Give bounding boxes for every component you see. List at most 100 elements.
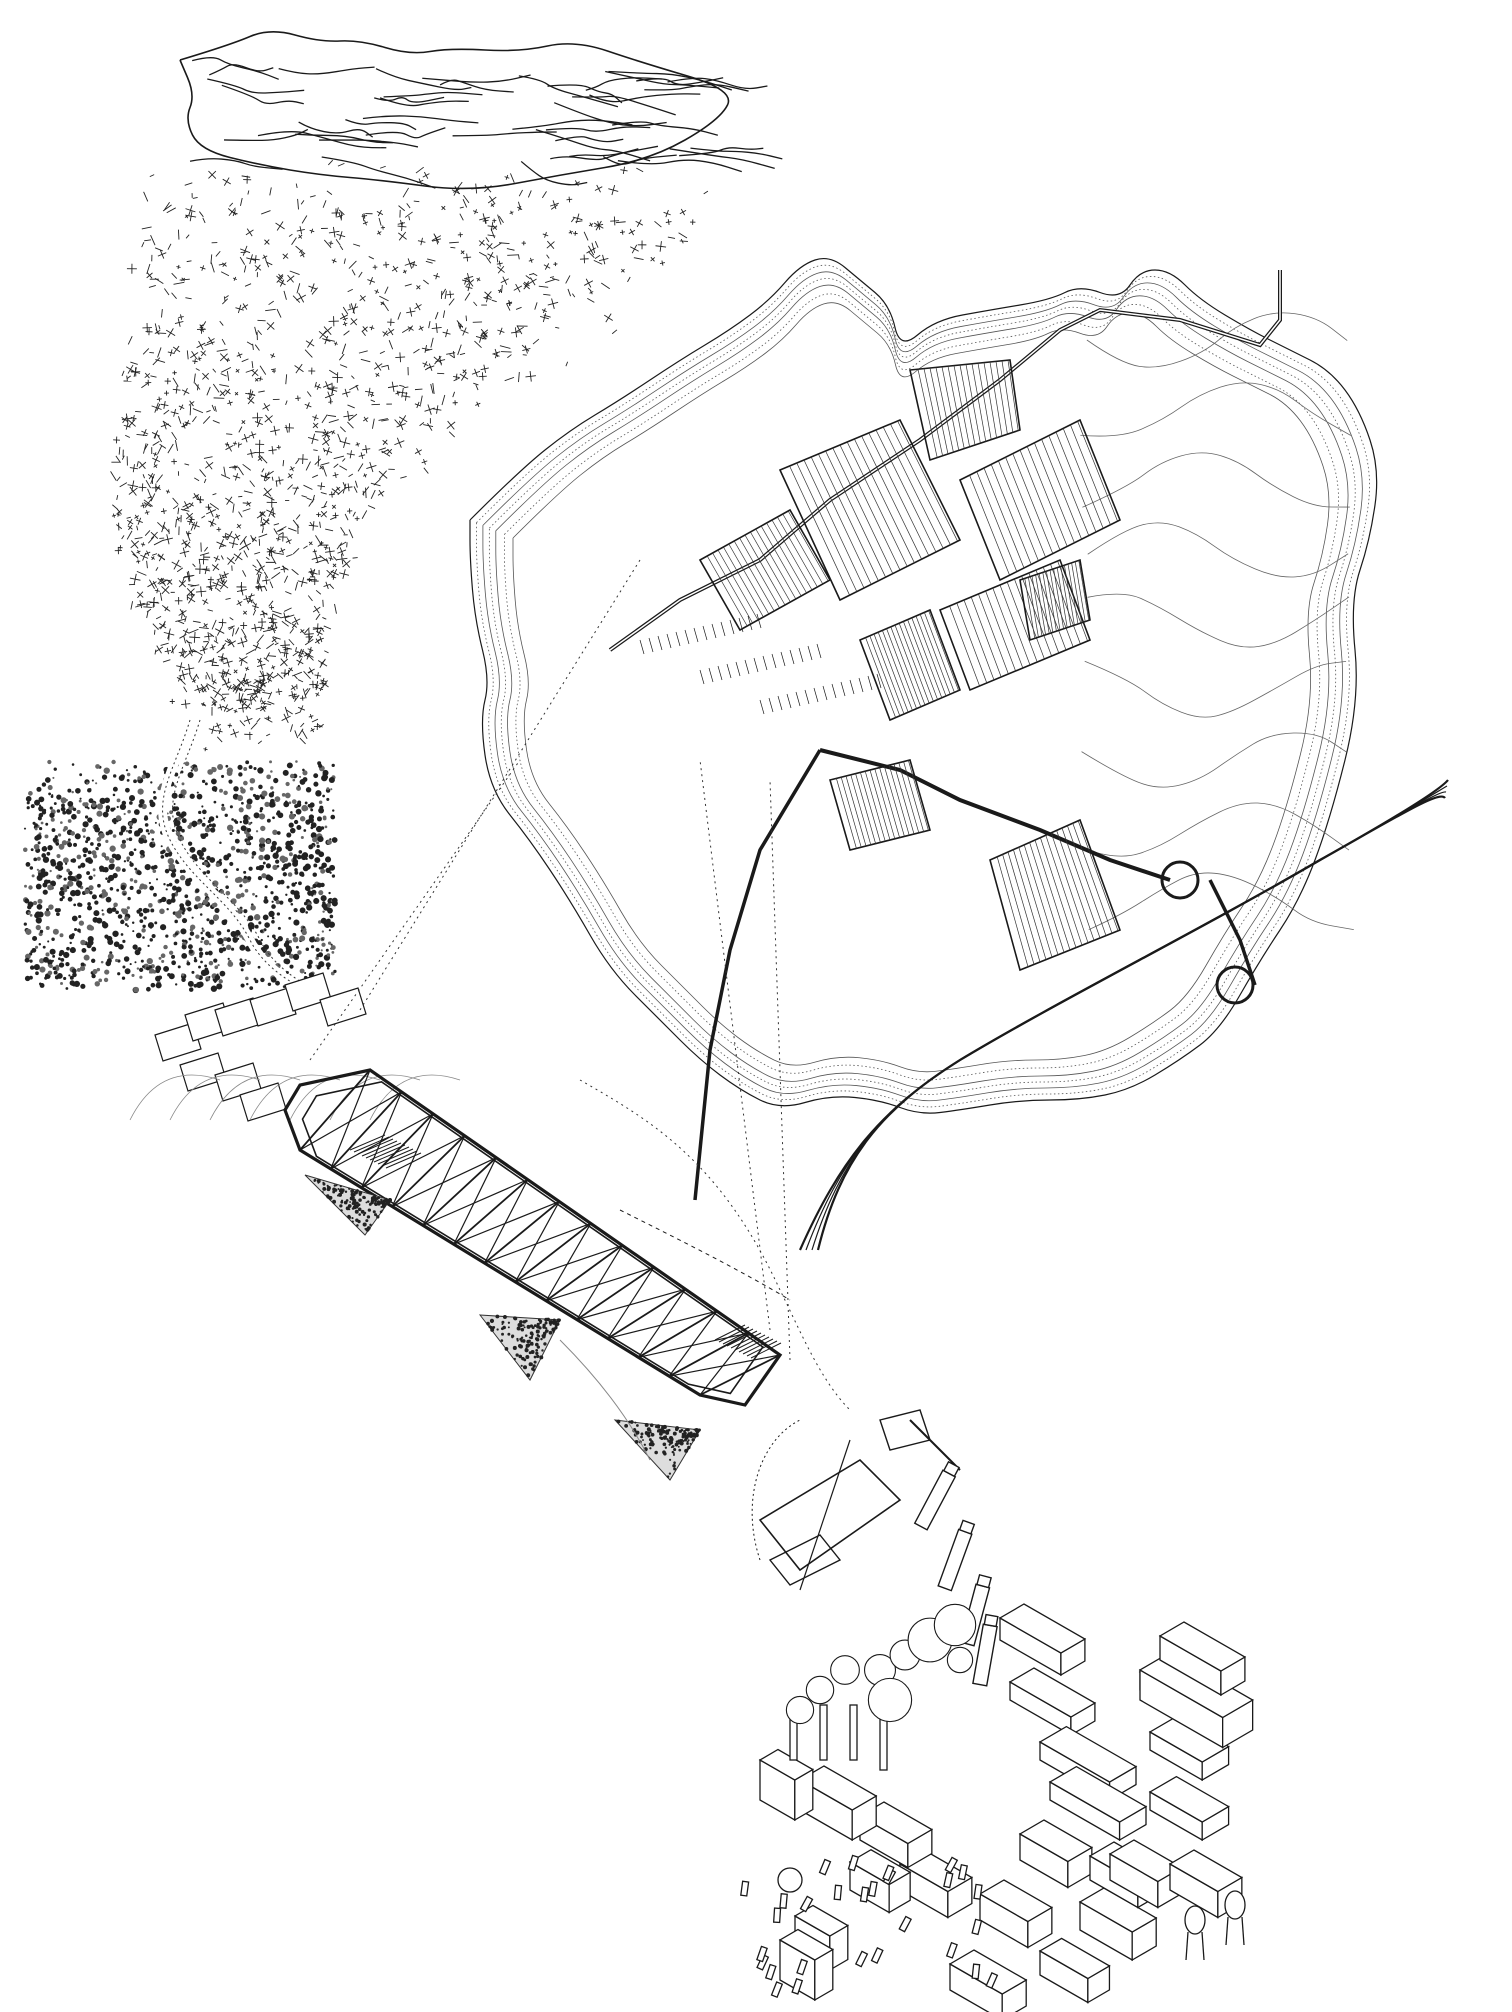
tree-mark <box>327 391 332 401</box>
tree-mark <box>182 547 187 558</box>
tree-dot <box>160 953 166 959</box>
tree-dot <box>292 778 296 782</box>
tree-mark <box>460 329 469 334</box>
tree-dot <box>187 824 192 830</box>
tree-dot <box>24 957 30 963</box>
roof-stripe <box>983 362 997 438</box>
tree-mark <box>185 297 192 300</box>
tree-dot <box>170 897 176 903</box>
gravel-dot <box>662 1435 667 1440</box>
tree-mark <box>316 723 323 728</box>
gravel-dot <box>678 1448 682 1452</box>
tree-mark <box>212 679 216 685</box>
tree-dot <box>299 935 306 942</box>
tree-dot <box>250 821 253 824</box>
tree-mark <box>173 281 185 285</box>
gravel-dot <box>535 1337 540 1342</box>
tree-dot <box>297 800 302 805</box>
tree-mark <box>135 410 142 413</box>
tree-mark <box>486 243 493 250</box>
roof-stripe <box>970 596 1002 678</box>
contour-line <box>1086 312 1348 368</box>
tree-dot <box>276 811 280 816</box>
tree-mark <box>473 382 479 386</box>
roof-stripe <box>869 769 891 841</box>
tree-mark <box>538 285 549 288</box>
tree-mark <box>322 338 331 342</box>
tree-mark <box>319 521 321 528</box>
tree-mark <box>339 245 344 251</box>
tree-mark <box>183 686 188 693</box>
tree-dot <box>101 889 107 894</box>
ridge-line <box>374 96 445 103</box>
tree-mark <box>397 222 406 225</box>
tree-mark <box>407 258 413 269</box>
tree-mark <box>517 254 520 260</box>
tree-mark <box>295 711 301 715</box>
tree-dot <box>301 804 308 812</box>
gravel-dot <box>502 1315 507 1319</box>
stair-tread <box>742 1338 774 1355</box>
tree-dot <box>139 967 144 972</box>
tree-dot <box>123 860 127 863</box>
gravel-dot <box>535 1349 539 1352</box>
tree-mark <box>404 392 408 401</box>
tree-mark <box>301 729 308 740</box>
gravel-dot <box>326 1194 330 1198</box>
tree-mark <box>194 382 201 390</box>
tree-mark <box>245 369 255 373</box>
tree-mark <box>267 655 276 657</box>
tree-dot <box>59 949 65 956</box>
ridge-line <box>602 154 677 165</box>
tree-dot <box>36 868 39 871</box>
tree-dot <box>299 775 302 778</box>
tree-dot <box>310 822 317 828</box>
tree-dot <box>290 811 293 814</box>
gravel-dot <box>518 1354 523 1359</box>
tree-dot <box>35 971 39 976</box>
gravel-dot <box>657 1429 661 1433</box>
tree-mark <box>550 202 559 207</box>
tree-dot <box>307 891 313 896</box>
tree-mark <box>521 344 530 352</box>
tree-mark <box>247 692 255 696</box>
tree-mark <box>176 567 184 573</box>
tree-dot <box>56 908 61 913</box>
tree-dot <box>210 985 218 992</box>
tree-mark <box>331 385 335 395</box>
parking-stall <box>756 613 762 629</box>
tree-dot <box>129 878 134 882</box>
tree-mark <box>229 617 234 621</box>
roof-stripe <box>971 363 987 442</box>
tree-dot <box>243 767 248 771</box>
gravel-dot <box>351 1217 354 1220</box>
tree-dot <box>46 851 51 856</box>
tree-mark <box>361 510 368 519</box>
tree-mark <box>635 220 644 226</box>
tree-mark <box>192 197 198 199</box>
truss-diagonal <box>484 1222 591 1264</box>
ridge-line <box>362 115 479 124</box>
tree-mark <box>188 205 193 216</box>
tree-dot <box>134 833 138 837</box>
gravel-dot <box>340 1209 343 1212</box>
tree-mark <box>252 601 257 606</box>
gravel-dot <box>689 1442 692 1445</box>
tree-mark <box>605 313 612 323</box>
stair-tread <box>357 1138 394 1155</box>
tree-mark <box>272 507 274 516</box>
gravel-dot <box>374 1213 378 1217</box>
tree-dot <box>62 857 69 864</box>
gravel-dot <box>686 1440 689 1443</box>
tree-dot <box>211 903 216 908</box>
tree-dot <box>187 771 194 779</box>
tree-dot <box>240 892 245 898</box>
tree-mark <box>587 251 595 258</box>
tree-mark <box>151 432 160 437</box>
tree-mark <box>256 683 259 692</box>
tree-dot <box>45 952 50 957</box>
tree-dot <box>120 828 126 833</box>
tree-mark <box>224 389 231 395</box>
loading-dock <box>751 1409 961 1591</box>
tree-dot <box>242 878 248 884</box>
